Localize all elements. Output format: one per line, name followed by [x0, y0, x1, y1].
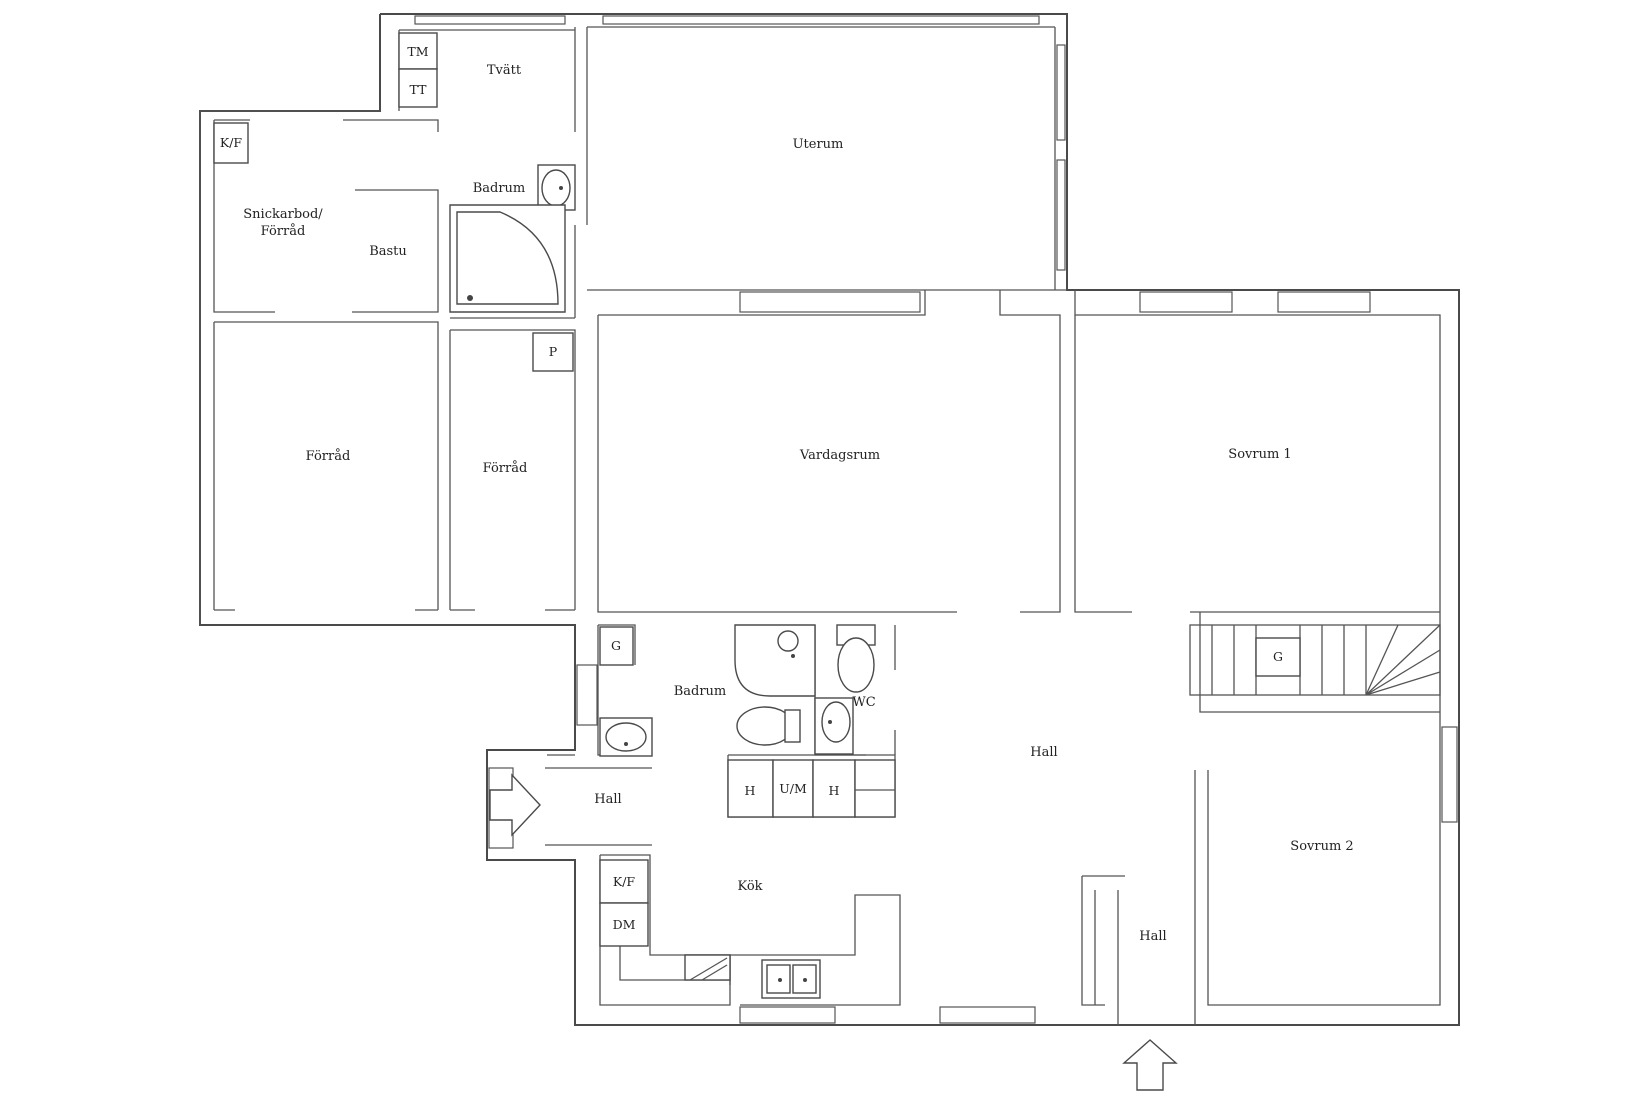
- label-badrum-lower: Badrum: [674, 684, 727, 699]
- label-h-left: H: [745, 783, 756, 798]
- label-badrum-upper: Badrum: [473, 181, 526, 196]
- p-box: [532, 332, 574, 372]
- sink-badrum: [599, 717, 653, 757]
- staircase: [1189, 624, 1441, 696]
- label-p: P: [549, 344, 557, 359]
- label-g-badrum: G: [611, 638, 621, 653]
- label-bastu: Bastu: [369, 244, 407, 259]
- label-hall-bottom: Hall: [1139, 929, 1166, 944]
- g-badrum-box: [599, 626, 634, 666]
- label-tvatt: Tvätt: [487, 63, 522, 78]
- label-hall-center: Hall: [1030, 745, 1057, 760]
- label-h-right: H: [829, 783, 840, 798]
- label-g-stair: G: [1273, 649, 1283, 664]
- windows: [414, 15, 1458, 1024]
- g-stair-box: [1255, 637, 1301, 677]
- interior-walls: [213, 26, 1441, 1025]
- label-forrad-mid: Förråd: [483, 460, 528, 476]
- exterior-walls: [199, 13, 1460, 1026]
- label-kok: Kök: [737, 879, 762, 894]
- h-left-box: [727, 759, 774, 818]
- label-tm: TM: [407, 44, 428, 59]
- label-dm: DM: [613, 917, 636, 932]
- arrow-right-icon: [489, 773, 541, 837]
- wardrobe-extra: [854, 759, 896, 818]
- label-kf-kok: K/F: [613, 874, 636, 889]
- sink-wc: [814, 697, 854, 755]
- toilet-badrum: [736, 706, 801, 746]
- label-snickarbod-line1: Snickarbod/: [243, 207, 323, 222]
- label-wc: WC: [852, 695, 875, 710]
- double-sink: [761, 959, 821, 999]
- label-uterum: Uterum: [793, 137, 844, 152]
- label-hall-entry: Hall: [594, 792, 621, 807]
- corner-bathtub: [449, 204, 566, 313]
- label-sovrum2: Sovrum 2: [1290, 839, 1353, 854]
- arrow-up-icon: [1122, 1039, 1178, 1091]
- dm-box: [599, 902, 649, 947]
- tt-box: [398, 68, 438, 108]
- fixtures: [213, 32, 1301, 999]
- h-right-box: [812, 759, 856, 818]
- kf-upper-box: [213, 122, 249, 164]
- sink-upper: [537, 164, 576, 211]
- stove: [684, 954, 731, 981]
- room-labels: Tvätt Uterum Badrum Snickarbod/ Förråd B…: [243, 63, 1353, 944]
- kf-kok-box: [599, 859, 649, 904]
- label-tt: TT: [410, 82, 428, 97]
- shower: [734, 624, 816, 697]
- toilet-wc: [836, 624, 876, 693]
- label-forrad-left: Förråd: [306, 448, 351, 464]
- label-sovrum1: Sovrum 1: [1228, 447, 1291, 462]
- label-kf-upper: K/F: [220, 135, 243, 150]
- label-snickarbod-line2: Förråd: [261, 223, 306, 239]
- fixture-labels: TM TT K/F P G G H U/M H K/F DM: [220, 44, 1283, 932]
- label-um: U/M: [779, 781, 807, 796]
- label-vardagsrum: Vardagsrum: [799, 448, 880, 463]
